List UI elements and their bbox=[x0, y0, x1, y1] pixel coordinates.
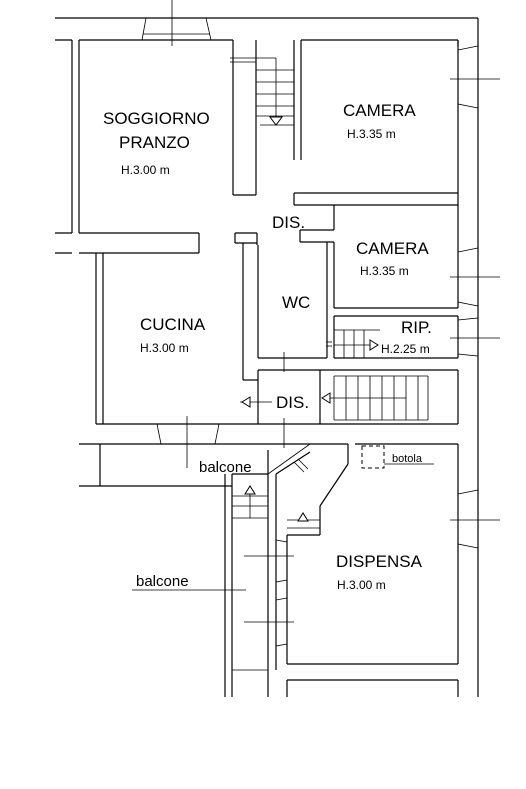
cucina-label: CUCINA bbox=[140, 315, 206, 334]
wc-label: WC bbox=[282, 293, 310, 312]
soggiorno-label: SOGGIORNO bbox=[103, 109, 210, 128]
room-dispensa bbox=[231, 443, 500, 697]
dis-lower-label: DIS. bbox=[276, 393, 309, 412]
dispensa-height: H.3.00 m bbox=[337, 578, 386, 592]
camera-mid-label: CAMERA bbox=[356, 239, 429, 258]
dispensa-label: DISPENSA bbox=[336, 552, 423, 571]
room-camera-top bbox=[293, 40, 500, 206]
room-wc bbox=[234, 232, 328, 372]
rip-label: RIP. bbox=[401, 318, 432, 337]
balcone-upper bbox=[79, 443, 311, 697]
room-cucina bbox=[95, 252, 458, 468]
cucina-height: H.3.00 m bbox=[140, 341, 189, 355]
balcone-lower-label: balcone bbox=[136, 573, 189, 590]
dis-upper-label: DIS. bbox=[272, 213, 305, 232]
lower-stair bbox=[240, 369, 459, 448]
outer-walls bbox=[55, 17, 479, 697]
rip-height: H.2.25 m bbox=[381, 342, 430, 356]
room-soggiorno bbox=[55, 0, 234, 254]
botola-label: botola bbox=[392, 453, 423, 465]
room-rip bbox=[326, 315, 500, 359]
balcone-upper-label: balcone bbox=[199, 459, 252, 476]
camera-top-label: CAMERA bbox=[343, 101, 416, 120]
camera-top-height: H.3.35 m bbox=[347, 127, 396, 141]
upper-stair bbox=[230, 40, 295, 196]
room-camera-mid bbox=[299, 205, 500, 309]
camera-mid-height: H.3.35 m bbox=[360, 264, 409, 278]
soggiorno-height: H.3.00 m bbox=[121, 163, 170, 177]
pranzo-label: PRANZO bbox=[119, 133, 190, 152]
